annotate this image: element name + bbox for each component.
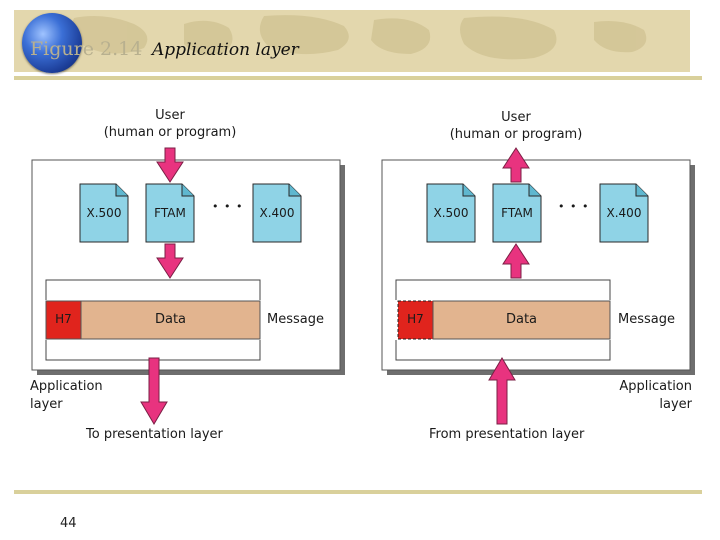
- right-data-cell: [432, 300, 611, 340]
- left-doc-x400-label: X.400: [259, 206, 295, 220]
- left-upper-bracket: [45, 279, 261, 300]
- bottom-divider: [14, 490, 702, 494]
- right-ellipsis: • • •: [558, 200, 590, 213]
- header-band: [14, 10, 690, 72]
- left-doc-ftam-label: FTAM: [154, 206, 186, 220]
- left-panel: [31, 147, 345, 425]
- left-arrow-to-presentation: [140, 357, 168, 425]
- right-bottom-label: From presentation layer: [429, 427, 585, 442]
- left-layer-label-1: Application: [30, 379, 103, 394]
- top-divider: [14, 76, 702, 80]
- left-message-label: Message: [267, 312, 324, 327]
- right-user-sublabel: (human or program): [449, 127, 583, 142]
- right-arrow-ftam-to-user: [502, 147, 530, 183]
- left-data-cell: [80, 300, 261, 340]
- figure-number: Figure 2.14: [30, 38, 143, 60]
- left-user-label: User: [155, 108, 185, 123]
- figure-title: Application layer: [152, 40, 299, 60]
- page-number: 44: [60, 516, 77, 531]
- right-h7-label: H7: [407, 312, 424, 326]
- right-message-label: Message: [618, 312, 675, 327]
- left-ellipsis: • • •: [212, 200, 244, 213]
- right-arrow-message-to-ftam: [502, 243, 530, 279]
- left-layer-label-2: layer: [30, 397, 63, 412]
- left-h7-label: H7: [55, 312, 72, 326]
- right-doc-x500-label: X.500: [433, 206, 469, 220]
- right-layer-label-2: layer: [659, 397, 692, 412]
- left-bottom-label: To presentation layer: [86, 427, 223, 442]
- left-data-label: Data: [154, 312, 187, 327]
- right-data-label: Data: [505, 312, 538, 327]
- world-map-texture: [71, 15, 647, 60]
- right-doc-x400-label: X.400: [606, 206, 642, 220]
- globe-icon: [22, 13, 82, 73]
- left-arrow-ftam-to-message: [156, 243, 184, 279]
- right-user-label: User: [501, 110, 531, 125]
- right-h7-cell: [397, 300, 434, 340]
- right-arrow-from-presentation: [488, 357, 516, 425]
- right-upper-bracket: [395, 279, 611, 300]
- left-doc-x500-label: X.500: [86, 206, 122, 220]
- left-arrow-user-to-ftam: [156, 147, 184, 183]
- right-panel: [381, 147, 695, 425]
- right-layer-label-1: Application: [619, 379, 692, 394]
- right-doc-ftam-label: FTAM: [501, 206, 533, 220]
- left-user-sublabel: (human or program): [103, 125, 237, 140]
